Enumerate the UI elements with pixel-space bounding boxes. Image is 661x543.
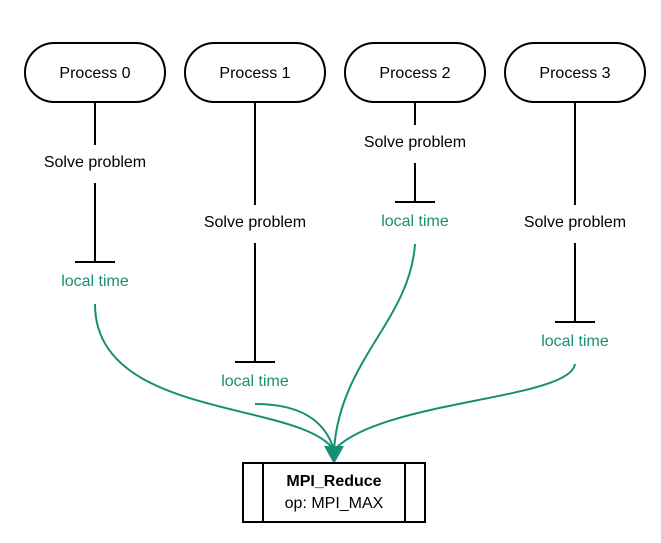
mpi-reduce-box: MPI_Reduce op: MPI_MAX <box>242 462 426 523</box>
mpi-reduce-op: op: MPI_MAX <box>285 495 384 512</box>
arrow-from-process-3 <box>333 363 576 451</box>
process-2-column: Process 2 Solve problem local time <box>344 42 486 230</box>
process-0-column: Process 0 Solve problem local time <box>24 42 166 290</box>
process-1-step: Solve problem <box>204 214 306 231</box>
process-0-time-label: local time <box>61 273 129 290</box>
mpi-reduce-outer <box>242 462 426 523</box>
process-3-step: Solve problem <box>524 214 626 231</box>
process-1-time-label: local time <box>221 373 289 390</box>
process-3-column: Process 3 Solve problem local time <box>504 42 646 350</box>
process-3-label: Process 3 <box>539 65 610 82</box>
mpi-reduce-title: MPI_Reduce <box>286 473 381 490</box>
process-2-step: Solve problem <box>364 134 466 151</box>
reduce-arrows <box>94 243 576 451</box>
process-2-label: Process 2 <box>379 65 450 82</box>
process-2-time-label: local time <box>381 213 449 230</box>
arrow-from-process-0 <box>94 303 335 451</box>
process-1-label: Process 1 <box>219 65 290 82</box>
arrow-from-process-1 <box>254 403 335 451</box>
process-1-column: Process 1 Solve problem local time <box>184 42 326 390</box>
process-0-label: Process 0 <box>59 65 130 82</box>
process-0-step: Solve problem <box>44 154 146 171</box>
arrow-head <box>324 446 344 464</box>
process-3-time-label: local time <box>541 333 609 350</box>
arrow-from-process-2 <box>333 243 416 451</box>
